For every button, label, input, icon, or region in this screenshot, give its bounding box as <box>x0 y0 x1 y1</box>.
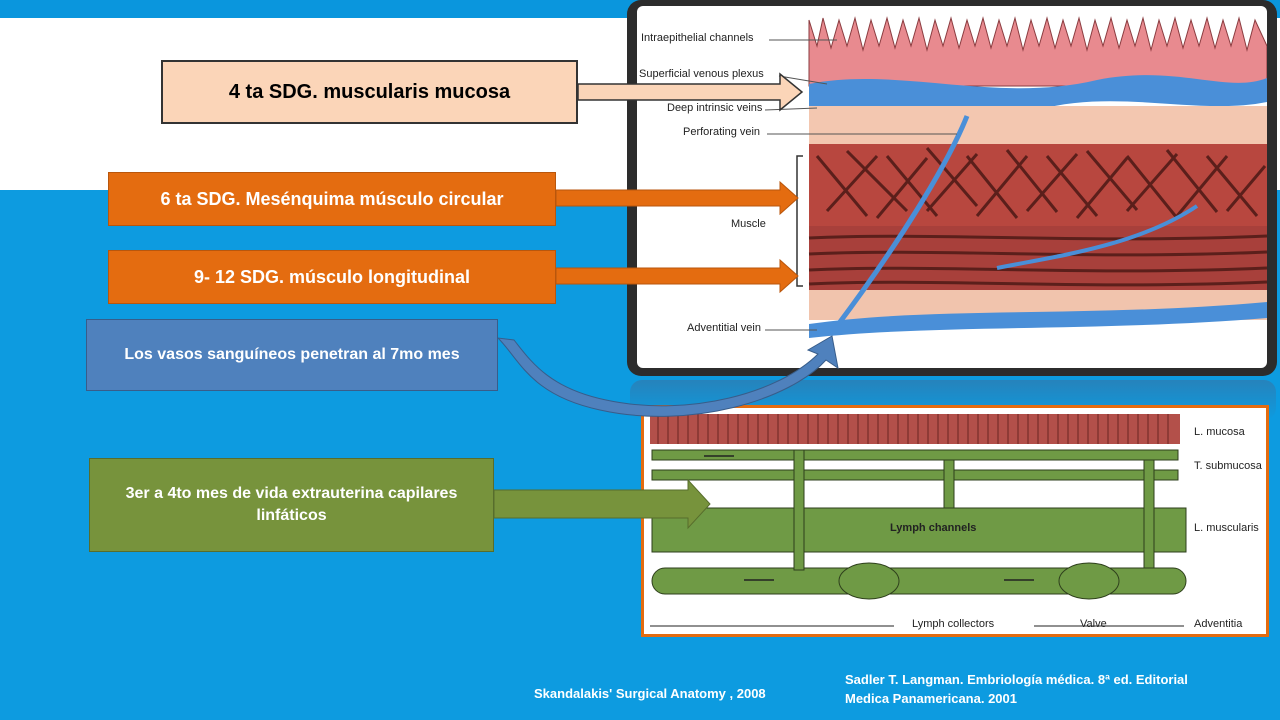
label-deep-veins: Deep intrinsic veins <box>667 102 763 114</box>
mucosa-layer <box>808 16 1267 87</box>
label-adventitia: Adventitia <box>1194 618 1243 630</box>
label-adventitial-vein: Adventitial vein <box>687 322 761 334</box>
longitudinal-fibers <box>808 234 1267 287</box>
citation-sadler: Sadler T. Langman. Embriología médica. 8… <box>845 670 1188 708</box>
vein-illustration <box>764 16 1267 338</box>
vein-diagram-frame: Intraepithelial channels Superficial ven… <box>627 0 1277 376</box>
arrow-vasos <box>496 335 839 417</box>
leader-lines <box>764 39 957 331</box>
citation-sadler-line1: Sadler T. Langman. Embriología médica. 8… <box>845 672 1188 687</box>
label-valve: Valve <box>1080 618 1107 630</box>
callout-lymphatics: 3er a 4to mes de vida extrauterina capil… <box>89 458 494 552</box>
arrow-linfaticos <box>493 478 711 530</box>
vein-diagram: Intraepithelial channels Superficial ven… <box>637 6 1267 368</box>
muscle-vein <box>996 204 1199 270</box>
callout-muscularis-mucosa: 4 ta SDG. muscularis mucosa <box>161 60 578 124</box>
mucosa-stripes <box>657 414 1169 444</box>
callout-circular-muscle: 6 ta SDG. Mesénquima músculo circular <box>108 172 556 226</box>
label-l-mucosa: L. mucosa <box>1194 426 1245 438</box>
label-lymph-collectors: Lymph collectors <box>912 618 995 630</box>
callout-blood-vessels: Los vasos sanguíneos penetran al 7mo mes <box>86 319 498 391</box>
muscle-bracket <box>796 155 803 287</box>
arrow-circular <box>555 180 799 216</box>
submucosa-layer <box>809 106 1267 144</box>
lymph-illustration <box>650 414 1187 627</box>
muscle-fibers <box>815 147 1267 219</box>
label-lymph-channels: Lymph channels <box>890 522 977 534</box>
label-t-submucosa: T. submucosa <box>1194 460 1262 472</box>
label-perforating-vein: Perforating vein <box>683 126 761 138</box>
arrow-muscularis <box>577 72 804 112</box>
label-superficial-plexus: Superficial venous plexus <box>639 68 764 80</box>
label-intraepithelial: Intraepithelial channels <box>641 32 754 44</box>
superficial-plexus <box>809 75 1267 116</box>
arrow-longitudinal <box>555 258 799 294</box>
adventitial-vein <box>809 302 1267 338</box>
citation-sadler-line2: Medica Panamericana. 2001 <box>845 691 1017 706</box>
flow-arrows <box>704 455 1034 581</box>
lymph-diagram: L. mucosa T. submucosa L. muscularis Adv… <box>641 405 1269 637</box>
callout-longitudinal-muscle: 9- 12 SDG. músculo longitudinal <box>108 250 556 304</box>
label-l-muscularis: L. muscularis <box>1194 522 1259 534</box>
lymph-network <box>651 449 1187 600</box>
citation-skandalakis: Skandalakis' Surgical Anatomy , 2008 <box>534 686 766 701</box>
label-muscle: Muscle <box>731 218 766 230</box>
perforating-vein <box>834 115 970 328</box>
